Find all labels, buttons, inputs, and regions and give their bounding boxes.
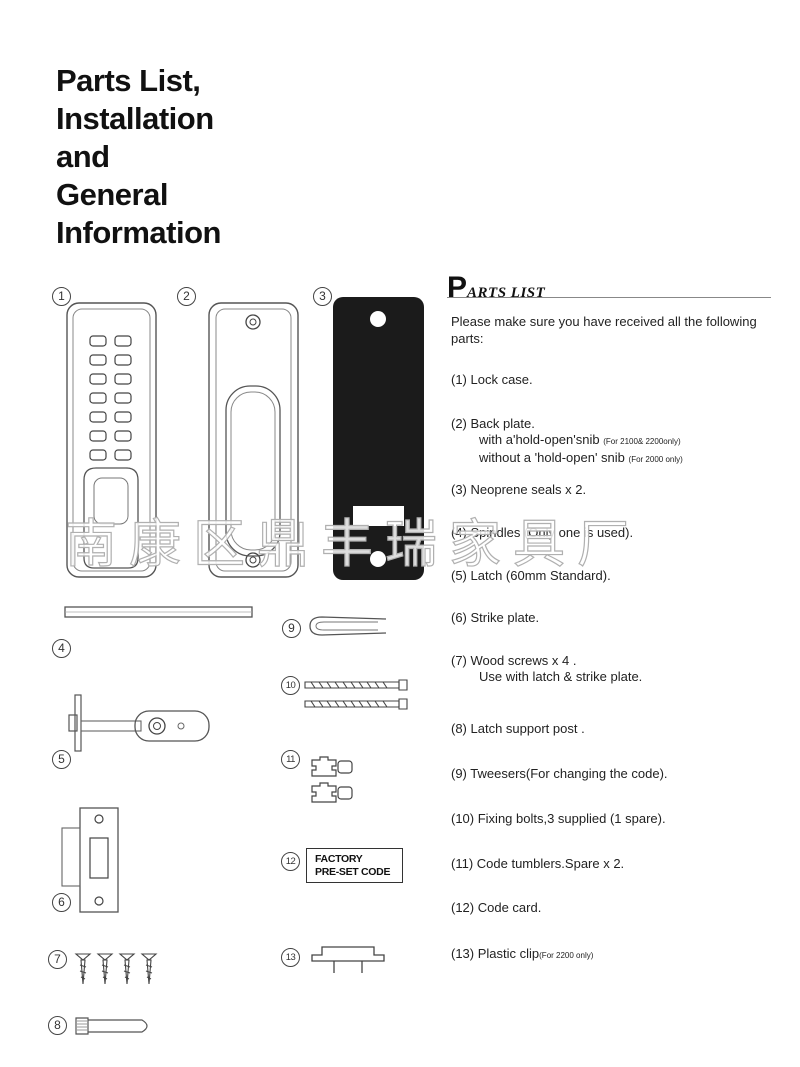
parts-list-item: (13) Plastic clip(For 2200 only) xyxy=(451,946,593,964)
part-number-8: 8 xyxy=(48,1016,67,1035)
fixing-bolts-drawing xyxy=(304,679,408,710)
intro-text: Please make sure you have received all t… xyxy=(451,314,757,346)
code-tumblers-drawing xyxy=(311,756,353,803)
code-card-line: FACTORY xyxy=(315,853,363,865)
parts-list-heading-initial: P xyxy=(447,271,468,304)
item-text: (13) Plastic clip xyxy=(451,946,540,961)
item-text: (5) Latch (60mm Standard). xyxy=(451,568,611,583)
parts-list-heading-rest: ARTS LIST xyxy=(467,285,546,301)
parts-list-item: (11) Code tumblers.Spare x 2. xyxy=(451,856,624,872)
parts-list-item: (6) Strike plate. xyxy=(451,610,539,626)
part-number-4: 4 xyxy=(52,639,71,658)
parts-list-item: (10) Fixing bolts,3 supplied (1 spare). xyxy=(451,811,666,827)
item-note: (For 2100& 2200only) xyxy=(603,437,681,446)
lock-case-drawing xyxy=(66,302,157,578)
parts-list-heading: PARTS LIST xyxy=(447,271,545,305)
code-card-line: PRE-SET CODE xyxy=(315,866,391,878)
part-number-5: 5 xyxy=(52,750,71,769)
item-subtext: without a 'hold-open' snib xyxy=(479,450,625,465)
item-text: (1) Lock case. xyxy=(451,372,533,387)
item-text: (6) Strike plate. xyxy=(451,610,540,625)
title-line: Parts List, xyxy=(56,63,201,98)
title-line: Installation xyxy=(56,101,214,136)
latch-support-post-drawing xyxy=(75,1017,148,1035)
strike-plate-drawing xyxy=(61,807,119,913)
part-number-2: 2 xyxy=(177,287,196,306)
title-line: and xyxy=(56,139,110,174)
part-number-7: 7 xyxy=(48,950,67,969)
item-text: (12) Code card. xyxy=(451,900,542,915)
part-number-10: 10 xyxy=(281,676,300,695)
tweezers-drawing xyxy=(309,616,387,636)
item-text: (10) Fixing bolts,3 supplied (1 spare). xyxy=(451,811,666,826)
parts-list-item: (1) Lock case. xyxy=(451,372,533,388)
item-note: (For 2000 only) xyxy=(628,455,683,464)
item-subline: with a'hold-open'snib (For 2100& 2200onl… xyxy=(451,432,683,450)
item-text: (2) Back plate. xyxy=(451,416,535,431)
page-title: Parts List, Installation and General Inf… xyxy=(56,62,222,252)
parts-list-item: (12) Code card. xyxy=(451,900,541,916)
part-number-9: 9 xyxy=(282,619,301,638)
item-subtext: Use with latch & strike plate. xyxy=(479,669,643,684)
title-line: General xyxy=(56,177,168,212)
item-text: (4) Spindles (Only one is used). xyxy=(451,525,634,540)
item-subline: without a 'hold-open' snib (For 2000 onl… xyxy=(451,450,683,468)
item-text: (3) Neoprene seals x 2. xyxy=(451,482,587,497)
item-text: (11) Code tumblers.Spare x 2. xyxy=(451,856,625,871)
part-number-13: 13 xyxy=(281,948,300,967)
heading-divider xyxy=(447,297,771,298)
code-card: FACTORY PRE-SET CODE xyxy=(306,848,403,883)
item-note: (For 2200 only) xyxy=(539,951,594,960)
parts-list-item: (5) Latch (60mm Standard). xyxy=(451,568,611,584)
part-number-1: 1 xyxy=(52,287,71,306)
part-number-11: 11 xyxy=(281,750,300,769)
latch-drawing xyxy=(68,694,210,752)
parts-list-item: (7) Wood screws x 4 . Use with latch & s… xyxy=(451,653,642,685)
parts-list-item: (4) Spindles (Only one is used). xyxy=(451,525,633,541)
parts-list-item: (8) Latch support post . xyxy=(451,721,585,737)
part-number-3: 3 xyxy=(313,287,332,306)
plastic-clip-drawing xyxy=(311,946,385,973)
parts-list-item: (3) Neoprene seals x 2. xyxy=(451,482,586,498)
item-text: (8) Latch support post . xyxy=(451,721,585,736)
back-plate-drawing xyxy=(208,302,299,578)
title-line: Information xyxy=(56,215,222,250)
wood-screws-drawing xyxy=(74,953,158,985)
item-text: (9) Tweesers(For changing the code). xyxy=(451,766,668,781)
neoprene-seal-drawing xyxy=(333,297,424,580)
part-number-6: 6 xyxy=(52,893,71,912)
parts-list-item: (9) Tweesers(For changing the code). xyxy=(451,766,668,782)
parts-list-item: (2) Back plate. with a'hold-open'snib (F… xyxy=(451,416,683,468)
item-text: (7) Wood screws x 4 . xyxy=(451,653,577,668)
spindle-drawing xyxy=(64,606,253,618)
item-subtext: with a'hold-open'snib xyxy=(479,432,600,447)
part-number-12: 12 xyxy=(281,852,300,871)
